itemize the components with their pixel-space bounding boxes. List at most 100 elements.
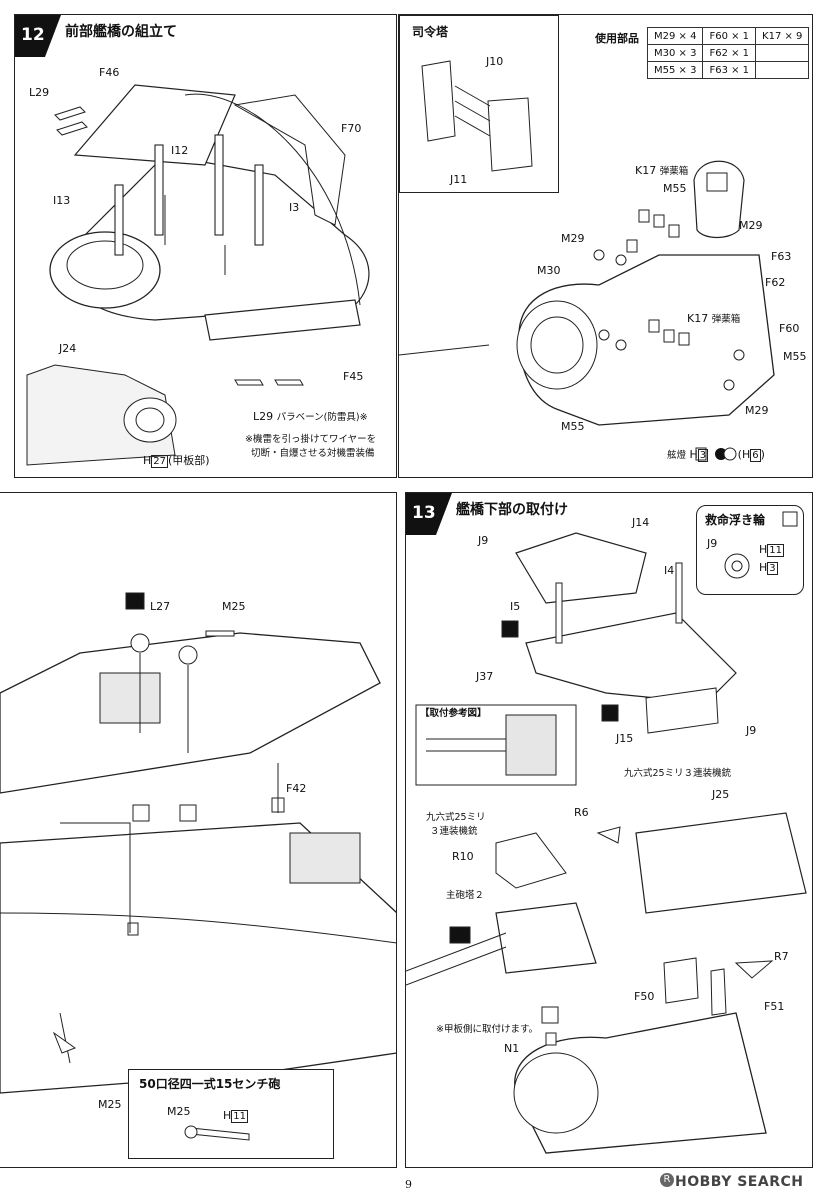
step-12-note-line1: ※機雷を引っ掛けてワイヤーを xyxy=(245,434,377,445)
step-12-bridge-drawing xyxy=(26,84,370,466)
bridge-detail-drawing xyxy=(399,160,775,461)
step-12-badge: 12 xyxy=(15,15,61,57)
label-J11: J11 xyxy=(450,173,468,186)
command-tower-drawing xyxy=(421,60,533,172)
label-J9-top: J9 xyxy=(478,534,489,547)
label-M55-top: M55 xyxy=(663,182,687,195)
h27-number: 27 xyxy=(151,455,169,468)
step-12-note-line2: 切断・自爆させる対機雷装備 xyxy=(251,448,375,459)
label-F60: F60 xyxy=(779,322,800,335)
label-I3: I3 xyxy=(289,201,300,214)
label-M55-bottom: M55 xyxy=(561,420,585,433)
step-13-badge: 13 xyxy=(406,493,452,535)
label-main-turret: 主砲塔２ xyxy=(446,890,485,901)
lifebuoy-drawing xyxy=(724,511,798,579)
lifebuoy-h11-letter: H xyxy=(759,543,768,556)
label-J10: J10 xyxy=(486,55,504,68)
command-tower-box: 司令塔 J10 J11 xyxy=(399,15,559,193)
label-J37: J37 xyxy=(476,670,494,683)
lifebuoy-J9: J9 xyxy=(707,537,718,550)
step-12-right-panel: 司令塔 J10 J11 使用部品 M29 × 4 F60 × 1 K17 × 9… xyxy=(398,14,813,478)
page-number: 9 xyxy=(405,1178,412,1191)
color-h3-letter: H xyxy=(689,448,698,461)
l29-bottom-code: L29 xyxy=(253,410,274,423)
label-K17-top: K17 弾薬箱 xyxy=(635,165,688,177)
color-h3-number: 3 xyxy=(697,449,709,462)
label-F62: F62 xyxy=(765,276,786,289)
label-I13: I13 xyxy=(53,194,71,207)
label-M55-right: M55 xyxy=(783,350,807,363)
label-F51: F51 xyxy=(764,1000,785,1013)
label-F42: F42 xyxy=(286,782,307,795)
label-R10: R10 xyxy=(452,850,474,863)
watermark: HOBBY SEARCH xyxy=(675,1174,804,1190)
gun-h-number: 11 xyxy=(231,1110,249,1123)
parts-row: M55 × 3 F63 × 1 xyxy=(646,61,810,79)
step-12-panel: 12 前部艦橋の組立て xyxy=(14,14,397,478)
color-caption: 舷燈 xyxy=(667,450,687,461)
reference-figure-label: 【取付参考図】 xyxy=(420,708,487,719)
color-h6-letter: H xyxy=(741,448,751,461)
label-M25-bottom: M25 xyxy=(98,1098,122,1111)
step-13-number: 13 xyxy=(412,503,436,523)
label-L29-bottom: L29 パラベーン(防雷具)※ xyxy=(253,411,368,423)
lifebuoy-h3-number: 3 xyxy=(767,562,778,575)
label-M30: M30 xyxy=(537,264,561,277)
lifebuoy-h3-letter: H xyxy=(759,561,768,574)
step-13-title: 艦橋下部の取付け xyxy=(456,502,568,518)
parts-used-table: M29 × 4 F60 × 1 K17 × 9 M30 × 3 F62 × 1 … xyxy=(646,27,810,79)
label-F50: F50 xyxy=(634,990,655,1003)
l29-bottom-note: パラベーン(防雷具)※ xyxy=(276,412,368,423)
label-type96-left-1: 九六式25ミリ xyxy=(426,812,486,823)
label-J15: J15 xyxy=(616,732,634,745)
gun-detail-drawing xyxy=(184,1125,250,1141)
step-13-deck-note: ※甲板側に取付けます。 xyxy=(436,1024,539,1035)
step-12-title: 前部艦橋の組立て xyxy=(65,24,177,40)
lifebuoy-title: 救命浮き輪 xyxy=(705,513,766,527)
gun-detail-m25: M25 xyxy=(167,1105,191,1118)
label-F70: F70 xyxy=(341,122,362,135)
label-M29-top-right: M29 xyxy=(739,219,763,232)
color-h6-number: 6 xyxy=(750,449,761,462)
label-I5: I5 xyxy=(510,600,521,613)
label-M29-bottom: M29 xyxy=(745,404,769,417)
label-I4: I4 xyxy=(664,564,675,577)
watermark-logo-icon: R xyxy=(660,1173,674,1187)
deck-gun-drawing xyxy=(0,592,396,1094)
label-L27: L27 xyxy=(150,600,171,613)
k17-top-code: K17 xyxy=(635,164,657,177)
k17-mid-note: 弾薬箱 xyxy=(711,314,741,325)
label-R7: R7 xyxy=(774,950,789,963)
label-J24: J24 xyxy=(59,342,77,355)
label-J25: J25 xyxy=(712,788,730,801)
label-F63: F63 xyxy=(771,250,792,263)
command-tower-title: 司令塔 xyxy=(412,25,449,39)
label-I12: I12 xyxy=(171,144,189,157)
label-F45: F45 xyxy=(343,370,364,383)
parts-cell: M55 × 3 xyxy=(646,61,704,79)
parts-cell xyxy=(755,61,810,79)
lifebuoy-h11-number: 11 xyxy=(767,544,785,557)
label-L29-top: L29 xyxy=(29,86,50,99)
parts-cell: F63 × 1 xyxy=(702,61,757,79)
label-M29-left: M29 xyxy=(561,232,585,245)
h27-letter: H xyxy=(143,454,152,467)
k17-mid-code: K17 xyxy=(687,312,709,325)
label-N1: N1 xyxy=(504,1042,520,1055)
gun-detail-title: 50口径四一式15センチ砲 xyxy=(139,1077,281,1091)
gun-h-letter: H xyxy=(223,1109,232,1122)
h27-note: (甲板部) xyxy=(168,454,210,467)
label-J9-bottom: J9 xyxy=(746,724,757,737)
label-R6: R6 xyxy=(574,806,589,819)
label-type96-right: 九六式25ミリ３連装機銃 xyxy=(624,768,732,779)
